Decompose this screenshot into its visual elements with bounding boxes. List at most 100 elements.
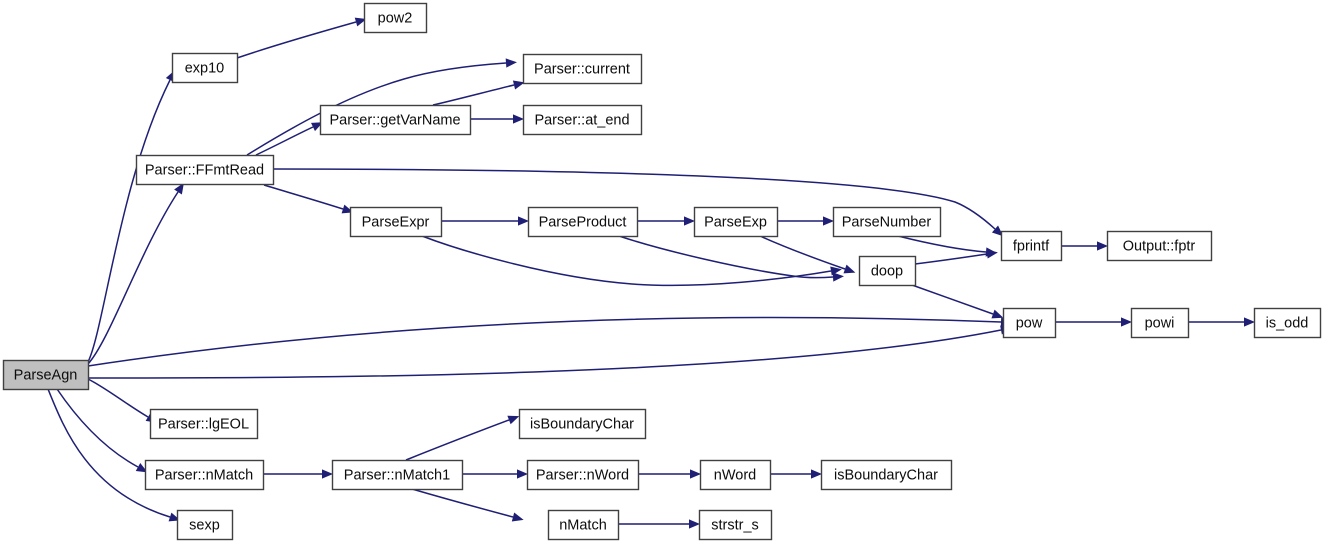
arrowhead-icon	[513, 114, 524, 124]
call-edge	[255, 126, 314, 156]
node-parser-nmatch[interactable]: Parser::nMatch	[144, 459, 265, 491]
node-parser-nmatch1[interactable]: Parser::nMatch1	[331, 459, 464, 491]
arrowhead-icon	[690, 469, 701, 479]
node-box[interactable]	[349, 206, 443, 238]
call-edge	[87, 378, 149, 418]
node-parser-nword[interactable]: Parser::nWord	[526, 459, 640, 491]
call-edge	[246, 62, 507, 156]
call-edge	[87, 79, 171, 363]
node-box[interactable]	[547, 509, 620, 541]
node-parser-lgeol[interactable]: Parser::lgEOL	[149, 408, 259, 440]
node-doop[interactable]: doop	[858, 255, 917, 287]
call-edge	[47, 388, 171, 518]
node-fprintf[interactable]: fprintf	[1000, 230, 1063, 262]
node-box[interactable]	[1130, 307, 1190, 339]
arrowhead-icon	[505, 58, 517, 68]
node-isboundarychar[interactable]: isBoundaryChar	[518, 408, 647, 440]
call-edge	[897, 235, 987, 253]
node-box[interactable]	[1000, 230, 1063, 262]
node-is-odd[interactable]: is_odd	[1253, 307, 1322, 339]
call-edge	[411, 488, 514, 518]
node-parsenumber[interactable]: ParseNumber	[832, 206, 942, 238]
arrowhead-icon	[1121, 317, 1132, 327]
node-parser-ffmtread[interactable]: Parser::FFmtRead	[135, 154, 275, 186]
node-box[interactable]	[1106, 230, 1213, 262]
node-box[interactable]	[858, 255, 917, 287]
node-pow[interactable]: pow	[1002, 307, 1057, 339]
node-box[interactable]	[522, 104, 643, 136]
node-box[interactable]	[526, 459, 640, 491]
node-box[interactable]	[2, 359, 90, 391]
node-parseexpr[interactable]: ParseExpr	[349, 206, 443, 238]
node-box[interactable]	[149, 408, 259, 440]
arrowhead-icon	[986, 249, 998, 259]
arrowhead-icon	[174, 182, 184, 195]
node-box[interactable]	[135, 154, 275, 186]
node-strstr-s[interactable]: strstr_s	[698, 509, 773, 541]
call-edge	[87, 191, 179, 365]
arrowhead-icon	[991, 309, 1004, 319]
node-box[interactable]	[171, 52, 239, 84]
node-box[interactable]	[699, 459, 772, 491]
node-box[interactable]	[693, 206, 779, 238]
node-parser-getvarname[interactable]: Parser::getVarName	[319, 104, 472, 136]
arrowhead-icon	[518, 216, 529, 226]
node-sexp[interactable]: sexp	[176, 509, 234, 541]
node-pow2[interactable]: pow2	[363, 2, 428, 34]
node-box[interactable]	[698, 509, 773, 541]
node-box[interactable]	[144, 459, 265, 491]
node-nword[interactable]: nWord	[699, 459, 772, 491]
arrowhead-icon	[512, 80, 525, 90]
node-exp10[interactable]: exp10	[171, 52, 239, 84]
arrowhead-icon	[511, 512, 524, 522]
node-box[interactable]	[176, 509, 234, 541]
arrowhead-icon	[354, 17, 367, 27]
node-box[interactable]	[319, 104, 472, 136]
node-box[interactable]	[331, 459, 464, 491]
node-parseexp[interactable]: ParseExp	[693, 206, 779, 238]
node-box[interactable]	[527, 206, 639, 238]
node-box[interactable]	[522, 53, 643, 85]
arrowhead-icon	[684, 216, 695, 226]
node-box[interactable]	[1002, 307, 1057, 339]
node-parser-current[interactable]: Parser::current	[522, 53, 643, 85]
node-powi[interactable]: powi	[1130, 307, 1190, 339]
call-edge	[405, 419, 510, 461]
edge-layer	[47, 17, 1255, 529]
arrowhead-icon	[689, 519, 700, 529]
node-output-fptr[interactable]: Output::fptr	[1106, 230, 1213, 262]
arrowhead-icon	[823, 216, 834, 226]
node-box[interactable]	[832, 206, 942, 238]
call-edge	[56, 388, 139, 468]
arrowhead-icon	[832, 272, 844, 282]
arrowhead-icon	[1097, 241, 1108, 251]
call-edge	[87, 316, 1002, 367]
node-box[interactable]	[1253, 307, 1322, 339]
arrowhead-icon	[811, 469, 822, 479]
node-nmatch[interactable]: nMatch	[547, 509, 620, 541]
node-parseagn[interactable]: ParseAgn	[2, 359, 90, 391]
node-box[interactable]	[518, 408, 647, 440]
arrowhead-icon	[135, 462, 148, 473]
arrowhead-icon	[507, 415, 520, 425]
arrowhead-icon	[517, 469, 528, 479]
arrowhead-icon	[322, 469, 333, 479]
call-edge	[618, 235, 834, 279]
node-box[interactable]	[820, 459, 953, 491]
call-edge	[432, 84, 515, 106]
call-edge	[272, 168, 996, 230]
node-box[interactable]	[363, 2, 428, 34]
node-parser-at-end[interactable]: Parser::at_end	[522, 104, 643, 136]
arrowhead-icon	[843, 264, 856, 274]
node-isboundarychar[interactable]: isBoundaryChar	[820, 459, 953, 491]
call-edge	[914, 253, 988, 265]
arrowhead-icon	[1244, 317, 1255, 327]
node-parseproduct[interactable]: ParseProduct	[527, 206, 639, 238]
call-edge	[911, 284, 994, 315]
call-edge	[87, 329, 1002, 379]
call-edge	[421, 235, 832, 287]
call-edge	[236, 21, 357, 59]
